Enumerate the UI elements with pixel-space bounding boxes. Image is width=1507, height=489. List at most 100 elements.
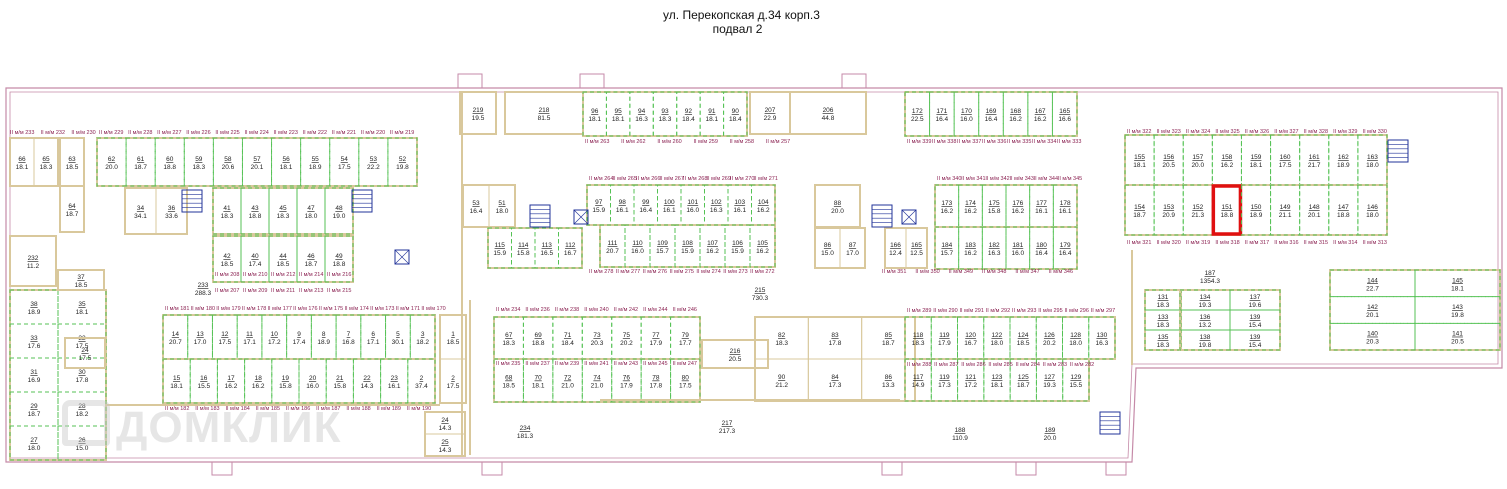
room-number: 62 xyxy=(108,156,116,163)
room-area: 16.4 xyxy=(470,208,483,215)
room-area: 17.7 xyxy=(679,340,692,347)
room-area: 14.3 xyxy=(439,425,452,432)
room-number: 90 xyxy=(732,108,740,115)
parking-space-label: II м/м 184 xyxy=(225,406,249,412)
room-area: 18.3 xyxy=(1157,342,1170,349)
room-cell xyxy=(983,316,1011,360)
room-number: 127 xyxy=(1044,374,1055,381)
parking-space-label: II м/м 276 xyxy=(643,269,667,275)
room-number: 56 xyxy=(282,156,290,163)
room-cell xyxy=(1240,184,1272,236)
room-number: 150 xyxy=(1251,204,1262,211)
room-area: 16.0 xyxy=(960,116,973,123)
staircase-frame xyxy=(871,204,893,228)
room-group-brB: 11714.911917.312117.212318.112518.712719… xyxy=(904,358,1090,402)
parking-space-label: II м/м 234 xyxy=(496,307,520,313)
parking-space-label: II м/м 346 xyxy=(1049,269,1073,275)
room-area: 17.5 xyxy=(338,164,351,171)
room-area: 16.1 xyxy=(616,207,629,214)
parking-space-label: II м/м 207 xyxy=(215,288,239,294)
room-cell xyxy=(459,91,497,135)
parking-space-label: II м/м 296 xyxy=(1065,308,1089,314)
parking-space-label: II м/м 210 xyxy=(243,272,267,278)
room-number: 59 xyxy=(195,156,203,163)
room-number: 52 xyxy=(399,156,407,163)
room-area: 33.6 xyxy=(165,213,178,220)
building-outline xyxy=(5,87,1503,463)
room-group-tm: 9618.19518.19416.39318.39218.49118.19018… xyxy=(582,91,748,137)
room-area: 18.1 xyxy=(612,116,625,123)
room-area: 18.7 xyxy=(1133,212,1146,219)
room-cell xyxy=(187,314,213,360)
room-area: 18.3 xyxy=(775,340,788,347)
room-area: 19.3 xyxy=(1043,382,1056,389)
room-area: 17.5 xyxy=(76,343,89,350)
room-cell xyxy=(1051,91,1078,137)
elevator-frame xyxy=(573,209,589,225)
room-area: 16.2 xyxy=(1012,208,1025,215)
parking-space-label: II м/м 220 xyxy=(361,130,385,136)
parking-space-label: II м/м 339 xyxy=(907,139,931,145)
room-area: 16.3 xyxy=(988,250,1001,257)
room-number: 64 xyxy=(68,203,76,210)
room-number: 138 xyxy=(1200,334,1211,341)
room-area: 17.8 xyxy=(650,383,663,390)
room-number: 46 xyxy=(307,253,315,260)
room-number: 134 xyxy=(1200,294,1211,301)
room-area: 15.9 xyxy=(493,250,506,257)
room-area: 18.1 xyxy=(280,164,293,171)
room-area: 16.1 xyxy=(663,207,676,214)
room-area: 19.8 xyxy=(396,164,409,171)
room-area: 16.3 xyxy=(635,116,648,123)
parking-space-label: II м/м 326 xyxy=(1245,129,1269,135)
staircase-frame xyxy=(1387,139,1409,163)
room-cell xyxy=(789,91,867,135)
room-area: 20.1 xyxy=(1366,312,1379,319)
room-number: 178 xyxy=(1060,200,1071,207)
room-number: 22 xyxy=(363,375,371,382)
room-number: 184 xyxy=(941,242,952,249)
elevator-icon xyxy=(901,209,917,225)
parking-space-label: II м/м 272 xyxy=(750,269,774,275)
entrance-niche xyxy=(457,73,483,89)
parking-space-label: II м/м 338 xyxy=(932,139,956,145)
room-group-bmA: 6718.36918.87118.47320.37520.27717.97917… xyxy=(493,316,701,360)
entrance-niche xyxy=(481,461,503,476)
room-area: 16.6 xyxy=(1058,116,1071,123)
room-number: 105 xyxy=(757,240,768,247)
room-number: 176 xyxy=(1012,200,1023,207)
parking-space-label: II м/м 336 xyxy=(982,139,1006,145)
room-group-mA: 9715.99816.19916.410016.110116.010216.31… xyxy=(586,184,776,226)
room-number: 58 xyxy=(224,156,232,163)
room-area: 18.0 xyxy=(991,340,1004,347)
room-number: 216 xyxy=(730,348,741,355)
room-cell xyxy=(240,187,270,235)
room-cell xyxy=(286,314,312,360)
parking-space-label: II м/м 329 xyxy=(1333,129,1357,135)
parking-space-label: II м/м 183 xyxy=(195,406,219,412)
room-number: 13 xyxy=(196,331,204,338)
room-number: 85 xyxy=(885,332,893,339)
room-number: 162 xyxy=(1338,154,1349,161)
room-number: 153 xyxy=(1163,204,1174,211)
room-area: 17.9 xyxy=(620,383,633,390)
room-area: 20.1 xyxy=(1308,212,1321,219)
parking-space-label: II м/м 317 xyxy=(1245,240,1269,246)
room-area: 14.3 xyxy=(361,383,374,390)
room-area: 16.2 xyxy=(1009,116,1022,123)
room-area: 19.0 xyxy=(333,213,346,220)
room-area: 15.5 xyxy=(197,383,210,390)
elevator-frame xyxy=(901,209,917,225)
room-cell xyxy=(953,91,980,137)
room-number: 19 xyxy=(282,375,290,382)
elevator-icon xyxy=(394,249,410,265)
room-number: 87 xyxy=(849,242,857,249)
hall-number: 187 xyxy=(1205,270,1216,277)
room-area: 16.5 xyxy=(540,250,553,257)
room-area: 20.5 xyxy=(729,356,742,363)
room-number: 111 xyxy=(608,240,618,247)
room-number: 96 xyxy=(591,108,599,115)
parking-space-label: II м/м 335 xyxy=(1007,139,1031,145)
